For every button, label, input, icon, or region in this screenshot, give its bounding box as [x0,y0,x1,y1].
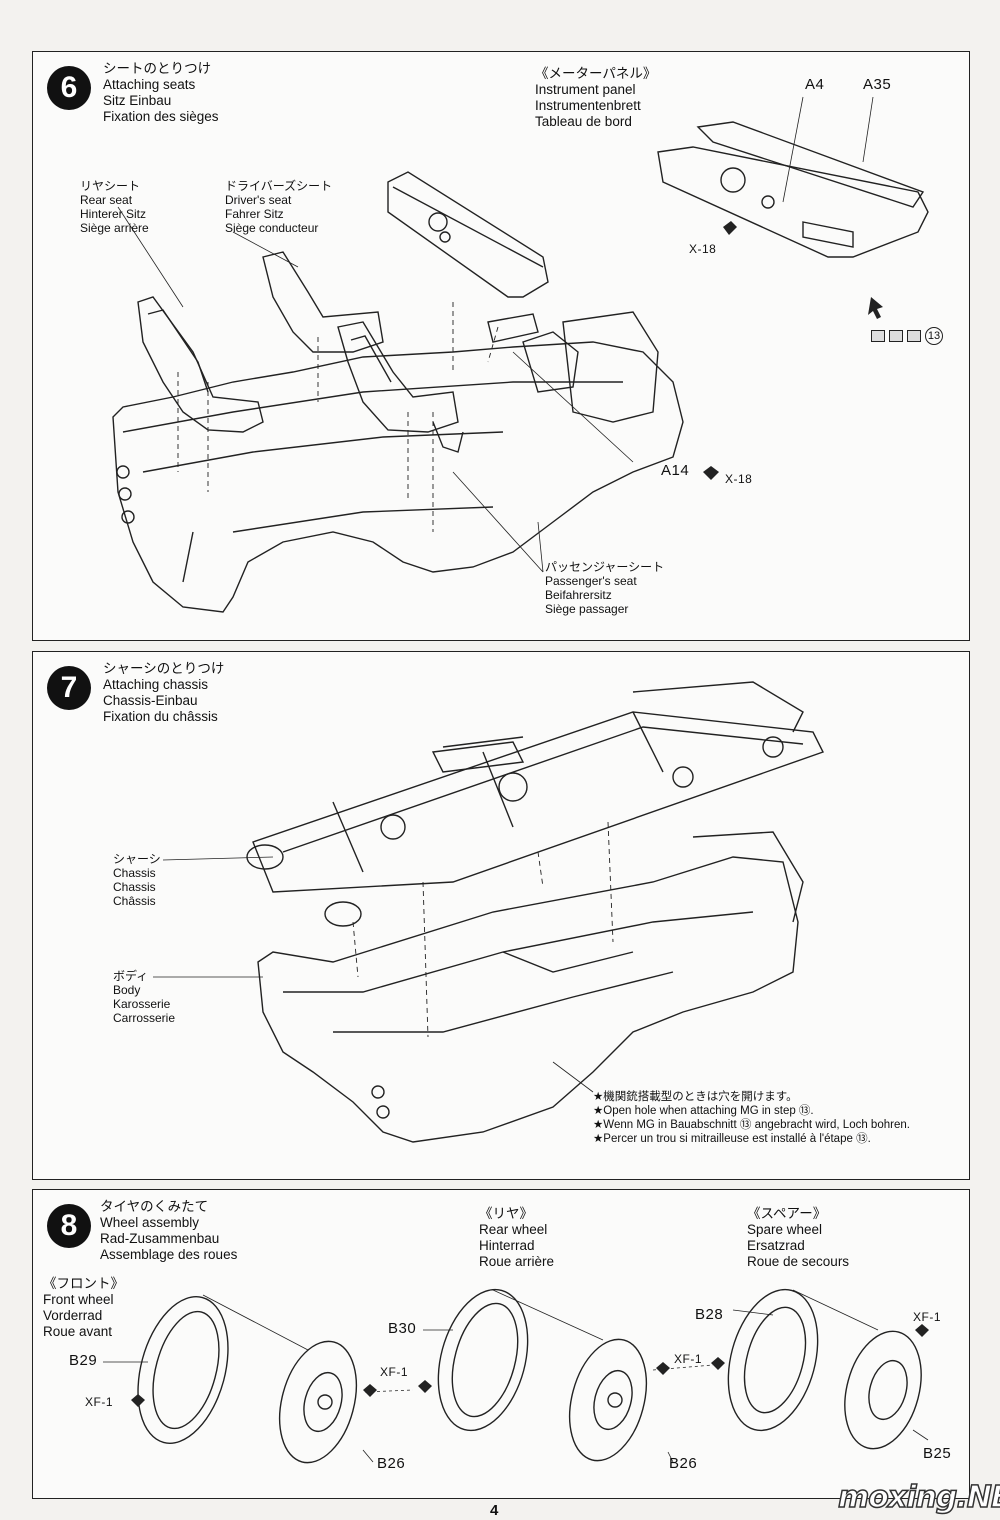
front-wheel-de: Vorderrad [43,1308,103,1323]
part-x18-body: X-18 [725,472,753,486]
rear-wheel-en: Rear wheel [479,1222,548,1237]
spare-wheel-en: Spare wheel [747,1222,823,1237]
part-xf1-rear-right: XF-1 [674,1352,703,1366]
chassis-ja: シャーシ [113,852,161,866]
part-b26-front: B26 [377,1455,406,1472]
rear-wheel-de: Hinterrad [479,1238,535,1253]
body-label: ボディ Body Karosserie Carrosserie [113,969,175,1025]
rear-wheel-fr: Roue arrière [479,1254,555,1269]
front-wheel-ja: 《フロント》 [43,1276,124,1291]
step-6-number: 6 [47,66,91,110]
driver-seat-ja: ドライバーズシート [225,179,333,193]
mg-hole-note-en: ★Open hole when attaching MG in step ⑬. [593,1105,814,1117]
chassis-fr: Châssis [113,894,156,908]
step-7-drawing [153,681,824,1143]
page-number: 4 [490,1502,499,1519]
mg-hole-note-fr: ★Percer un trou si mitrailleuse est inst… [593,1133,871,1145]
rear-seat-en: Rear seat [80,193,133,207]
body-de: Karosserie [113,997,171,1011]
see-step-13-marker: 13 [871,327,943,345]
rear-seat-label: リヤシート Rear seat Hinterer Sitz Siège arri… [80,179,149,235]
mg-hole-note-de: ★Wenn MG in Bauabschnitt ⑬ angebracht wi… [593,1119,910,1131]
chassis-de: Chassis [113,880,156,894]
step-7-title-de: Chassis-Einbau [103,693,198,708]
rear-seat-fr: Siège arrière [80,221,149,235]
step-6-title: シートのとりつけ Attaching seats Sitz Einbau Fix… [103,61,219,125]
step-8-panel: 8 タイヤのくみたて Wheel assembly Rad-Zusammenba… [32,1189,970,1499]
part-a14: A14 [661,462,690,479]
instrument-panel-ja: 《メーターパネル》 [535,66,657,81]
body-ja: ボディ [113,969,149,983]
spare-wheel-fr: Roue de secours [747,1254,850,1269]
front-wheel-label: 《フロント》 Front wheel Vorderrad Roue avant [43,1276,124,1340]
step-8-number: 8 [47,1204,91,1248]
step-13-ref: 13 [925,327,943,345]
rear-wheel-label: 《リヤ》 Rear wheel Hinterrad Roue arrière [479,1206,554,1270]
instrument-panel-en: Instrument panel [535,82,636,97]
step-8-title: タイヤのくみたて Wheel assembly Rad-Zusammenbau … [100,1199,237,1263]
step-7-panel: 7 シャーシのとりつけ Attaching chassis Chassis-Ei… [32,651,970,1180]
part-xf1-rear-left: XF-1 [380,1365,409,1379]
chassis-en: Chassis [113,866,156,880]
mg-hole-note: ★機関銃搭載型のときは穴を開けます。 ★Open hole when attac… [593,1090,910,1146]
part-b25: B25 [923,1445,952,1462]
passenger-seat-ja: パッセンジャーシート [545,560,665,574]
part-b26-rear: B26 [669,1455,698,1472]
paint-icon [871,330,885,342]
step-8-drawing [103,1288,929,1464]
rear-seat-de: Hinterer Sitz [80,207,147,221]
step-8-title-de: Rad-Zusammenbau [100,1231,220,1246]
watermark: moxing.NET [837,1479,1000,1516]
instrument-panel-fr: Tableau de bord [535,114,632,129]
passenger-seat-fr: Siège passager [545,602,629,616]
chassis-label: シャーシ Chassis Chassis Châssis [113,852,161,908]
spare-wheel-de: Ersatzrad [747,1238,805,1253]
step-8-title-fr: Assemblage des roues [100,1247,238,1262]
step-7-title-fr: Fixation du châssis [103,709,218,724]
step-6-panel: 6 シートのとりつけ Attaching seats Sitz Einbau F… [32,51,970,641]
mg-hole-note-ja: ★機関銃搭載型のときは穴を開けます。 [593,1091,798,1103]
front-wheel-en: Front wheel [43,1292,114,1307]
step-8-title-en: Wheel assembly [100,1215,200,1230]
driver-seat-label: ドライバーズシート Driver's seat Fahrer Sitz Sièg… [225,179,332,235]
part-x18-panel: X-18 [689,242,717,256]
file-icon [907,330,921,342]
step-6-title-de: Sitz Einbau [103,93,172,108]
step-6-title-ja: シートのとりつけ [103,61,212,76]
passenger-seat-de: Beifahrersitz [545,588,612,602]
part-a4: A4 [805,76,825,93]
front-wheel-fr: Roue avant [43,1324,113,1339]
step-6-title-fr: Fixation des sièges [103,109,219,124]
step-6-drawing [112,96,929,613]
part-b29: B29 [69,1352,98,1369]
step-7-title-ja: シャーシのとりつけ [103,661,225,676]
instrument-panel-de: Instrumentenbrett [535,98,641,113]
spare-wheel-label: 《スペアー》 Spare wheel Ersatzrad Roue de sec… [747,1206,849,1270]
rear-seat-ja: リヤシート [80,179,141,193]
driver-seat-fr: Siège conducteur [225,221,319,235]
step-6-title-en: Attaching seats [103,77,196,92]
passenger-seat-en: Passenger's seat [545,574,637,588]
step-7-title: シャーシのとりつけ Attaching chassis Chassis-Einb… [103,661,224,725]
step-7-title-en: Attaching chassis [103,677,209,692]
body-fr: Carrosserie [113,1011,176,1025]
part-b30: B30 [388,1320,417,1337]
driver-seat-de: Fahrer Sitz [225,207,284,221]
part-xf1-spare: XF-1 [913,1310,942,1324]
driver-seat-en: Driver's seat [225,193,292,207]
rear-wheel-ja: 《リヤ》 [479,1206,533,1221]
step-8-title-ja: タイヤのくみたて [100,1199,209,1214]
passenger-seat-label: パッセンジャーシート Passenger's seat Beifahrersit… [545,560,664,616]
body-en: Body [113,983,141,997]
spare-wheel-ja: 《スペアー》 [747,1206,827,1221]
part-xf1-front: XF-1 [85,1395,114,1409]
cement-icon [889,330,903,342]
part-a35: A35 [863,76,892,93]
instrument-panel-label: 《メーターパネル》 Instrument panel Instrumentenb… [535,66,656,130]
part-b28: B28 [695,1306,724,1323]
step-7-number: 7 [47,666,91,710]
